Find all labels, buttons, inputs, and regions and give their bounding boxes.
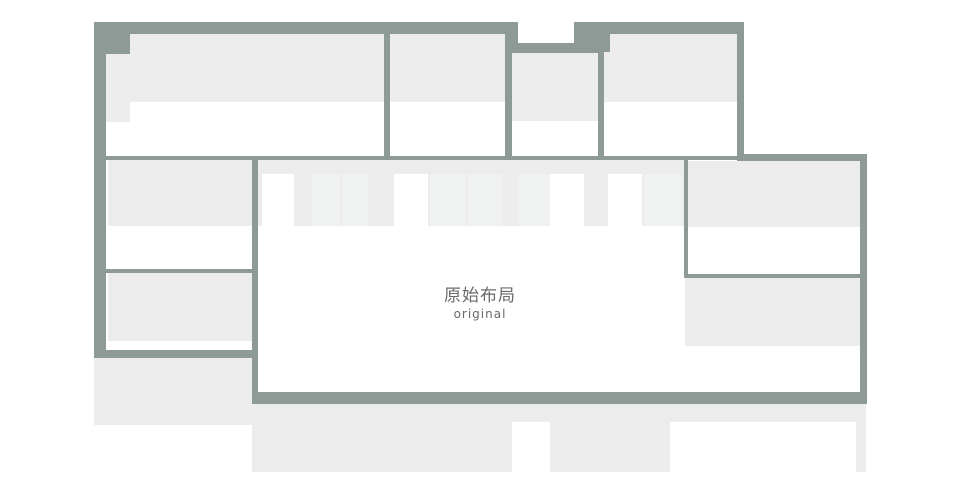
window-6 <box>468 174 502 226</box>
wall-right-upper <box>737 22 744 162</box>
wall-right-top <box>574 22 744 34</box>
window-5 <box>430 174 466 226</box>
window-2 <box>312 174 340 226</box>
window-1 <box>262 174 294 226</box>
room-top-left-niche <box>106 54 130 122</box>
room-top-mid <box>390 34 506 102</box>
window-10 <box>644 174 682 226</box>
room-top-right-strip <box>604 52 610 102</box>
diagram-label: 原始布局 original <box>380 285 580 321</box>
label-english: original <box>453 307 507 321</box>
window-9 <box>608 174 642 226</box>
label-chinese: 原始布局 <box>444 286 516 306</box>
wall-divider-2 <box>505 34 512 158</box>
ground-bottom-b <box>550 420 670 472</box>
wall-small-top <box>506 43 606 53</box>
room-left-lower <box>108 273 252 341</box>
ground-bottom <box>252 402 866 422</box>
hall-strip-top <box>258 160 686 174</box>
wall-south <box>252 392 867 404</box>
wall-outer-top-left <box>94 22 518 34</box>
wall-right-inner <box>684 158 688 278</box>
wall-outer-left <box>94 22 106 357</box>
room-top-right <box>610 34 737 102</box>
wall-south-left <box>94 350 258 358</box>
window-3 <box>342 174 368 226</box>
wall-right-notch <box>574 22 610 52</box>
wall-divider-1 <box>384 34 390 158</box>
window-8 <box>550 174 584 226</box>
room-top-small <box>512 53 598 121</box>
window-7 <box>518 174 550 226</box>
wall-east-top <box>737 154 867 161</box>
room-right-upper <box>688 161 860 227</box>
window-4 <box>394 174 428 226</box>
ground-bottom-a <box>252 420 512 472</box>
room-left-upper <box>108 160 252 226</box>
wall-right-split <box>684 274 860 278</box>
wall-corridor <box>106 156 744 160</box>
ground-left <box>94 357 252 425</box>
room-right-lower <box>685 278 860 346</box>
ground-bottom-c <box>856 420 866 472</box>
wall-divider-3 <box>598 52 604 158</box>
wall-hall-left <box>252 156 258 404</box>
wall-east <box>860 154 867 404</box>
wall-left-split <box>106 269 256 273</box>
room-top-left <box>130 34 384 102</box>
